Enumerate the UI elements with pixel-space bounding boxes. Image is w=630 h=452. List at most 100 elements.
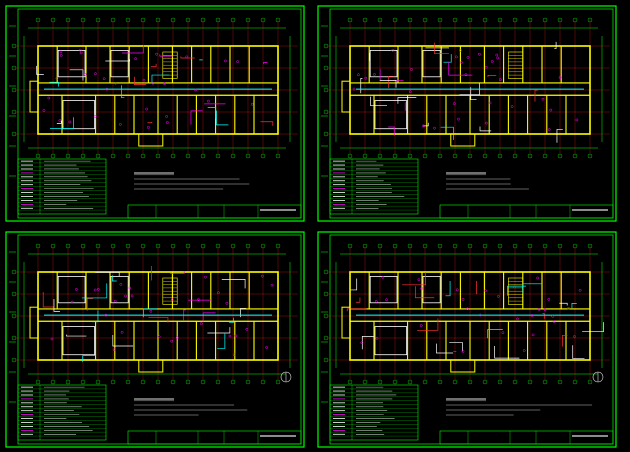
light-fixture-symbol — [170, 339, 173, 343]
axis-bubble — [260, 379, 266, 385]
annex-block — [450, 359, 476, 373]
light-fixture-symbol — [558, 76, 562, 79]
light-fixture-symbol — [163, 82, 166, 86]
light-fixture-symbol — [93, 288, 97, 292]
light-fixture-symbol — [364, 76, 368, 80]
axis-bubble — [362, 17, 368, 23]
wiring-run — [479, 126, 492, 132]
wiring-run — [95, 271, 120, 277]
axis-bubble — [275, 17, 281, 23]
wiring-run — [92, 310, 99, 323]
axis-bubble — [437, 153, 443, 159]
axis-bubble — [11, 43, 17, 49]
axis-bubble — [275, 153, 281, 159]
room-outline — [110, 275, 129, 304]
wiring-run — [240, 308, 247, 318]
light-fixture-symbol — [79, 51, 83, 55]
light-fixture-symbol — [408, 90, 412, 94]
light-fixture-symbol — [119, 123, 122, 126]
light-fixture-symbol — [421, 124, 425, 128]
light-fixture-symbol — [58, 119, 62, 122]
axis-bubble — [482, 379, 488, 385]
axis-bubble — [512, 153, 518, 159]
axis-bubble — [80, 379, 86, 385]
axis-bubble — [95, 153, 101, 159]
wiring-run — [50, 117, 74, 129]
wiring-run — [415, 286, 435, 299]
light-fixture-symbol — [460, 61, 463, 64]
axis-bubble — [245, 153, 251, 159]
axis-bubble — [80, 243, 86, 249]
axis-bubble — [11, 65, 17, 71]
light-fixture-symbol — [147, 126, 150, 129]
axis-bubble — [200, 379, 206, 385]
light-fixture-symbol — [536, 276, 540, 280]
axis-bubble — [392, 17, 398, 23]
axis-bubble — [260, 153, 266, 159]
axis-bubble — [323, 335, 329, 341]
room-outline — [422, 275, 441, 304]
axis-bubble — [482, 153, 488, 159]
light-fixture-symbol — [130, 294, 134, 298]
wiring-run — [134, 76, 147, 86]
light-fixture-symbol — [497, 295, 500, 298]
axis-bubble — [125, 243, 131, 249]
axis-bubble — [467, 379, 473, 385]
title-block — [127, 430, 302, 445]
axis-bubble — [35, 379, 41, 385]
light-fixture-symbol — [573, 335, 576, 338]
light-fixture-symbol — [547, 128, 551, 131]
axis-bubble — [527, 17, 533, 23]
light-fixture-symbol — [142, 78, 146, 82]
axis-bubble — [587, 153, 593, 159]
axis-bubble — [80, 17, 86, 23]
sheet-outer-frame — [5, 231, 305, 448]
light-fixture-symbol — [495, 53, 499, 57]
axis-bubble — [11, 269, 17, 275]
axis-bubble — [185, 17, 191, 23]
wiring-run — [350, 278, 358, 291]
wiring-run — [436, 343, 454, 354]
axis-bubble — [323, 65, 329, 71]
axis-bubble — [407, 17, 413, 23]
room-outline — [422, 50, 441, 78]
axis-bubble — [110, 243, 116, 249]
axis-bubble — [347, 17, 353, 23]
light-fixture-symbol — [165, 115, 168, 118]
wiring-run — [150, 63, 157, 68]
axis-bubble — [170, 379, 176, 385]
light-fixture-symbol — [360, 341, 364, 344]
axis-bubble — [50, 243, 56, 249]
light-fixture-symbol — [498, 78, 502, 81]
axis-bubble — [65, 379, 71, 385]
wiring-run — [216, 110, 229, 126]
axis-bubble — [452, 17, 458, 23]
axis-bubble — [65, 153, 71, 159]
light-fixture-symbol — [484, 65, 488, 69]
light-fixture-symbol — [459, 48, 462, 52]
axis-bubble — [482, 17, 488, 23]
axis-bubble — [422, 153, 428, 159]
axis-bubble — [542, 243, 548, 249]
light-fixture-symbol — [112, 348, 116, 352]
light-fixture-symbol — [155, 52, 158, 56]
light-fixture-symbol — [47, 96, 51, 100]
wiring-run — [86, 298, 93, 311]
room-outline — [57, 50, 86, 78]
light-fixture-symbol — [113, 299, 117, 303]
wiring-run — [379, 79, 397, 88]
light-fixture-symbol — [357, 73, 360, 77]
wiring-run — [159, 54, 173, 57]
axis-bubble — [80, 153, 86, 159]
wiring-run — [148, 317, 169, 323]
light-fixture-symbol — [549, 108, 553, 112]
light-fixture-symbol — [455, 288, 459, 292]
wiring-run — [434, 42, 449, 54]
axis-bubble — [587, 379, 593, 385]
axis-bubble — [557, 153, 563, 159]
light-fixture-symbol — [484, 289, 487, 293]
wiring-run — [66, 334, 87, 337]
axis-bubble — [230, 243, 236, 249]
axis-bubble — [497, 153, 503, 159]
light-fixture-symbol — [104, 313, 108, 317]
